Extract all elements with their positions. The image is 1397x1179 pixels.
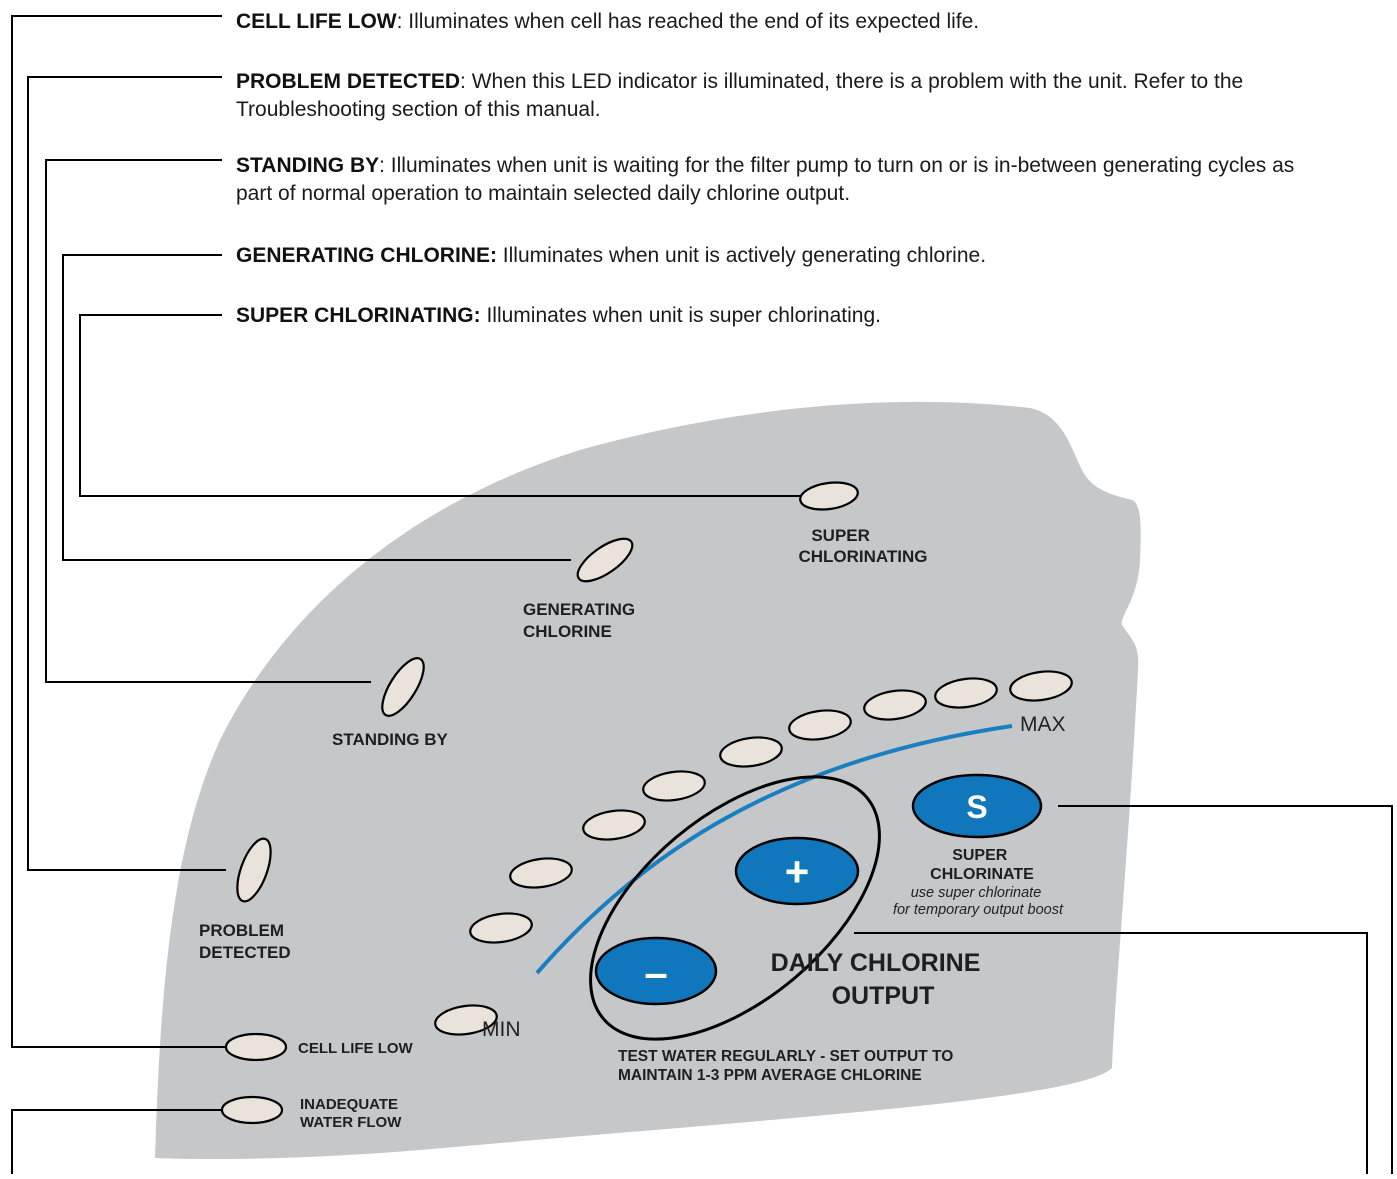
increase-output-button[interactable]: + — [734, 836, 860, 906]
description-text: Illuminates when unit is actively genera… — [496, 244, 987, 267]
standing-by-description: STANDING BY: Illuminates when unit is wa… — [236, 152, 1326, 208]
scale-min-label: MIN — [482, 1018, 521, 1041]
leader-line-generating — [62, 254, 571, 561]
cell-life-low-description: CELL LIFE LOW: Illuminates when cell has… — [236, 8, 1386, 36]
scale-max-label: MAX — [1020, 713, 1066, 736]
description-term: PROBLEM DETECTED — [236, 70, 461, 93]
leader-line-super-chlorinating — [79, 314, 800, 497]
cell-life-low-led — [224, 1032, 288, 1062]
super-chlorinate-button[interactable]: S — [911, 773, 1043, 839]
decrease-output-button[interactable]: – — [594, 936, 718, 1006]
problem-detected-led — [236, 837, 272, 903]
plus-icon: + — [785, 848, 810, 895]
output-level-led-7 — [788, 709, 852, 741]
output-level-leds — [434, 670, 1073, 1036]
output-level-led-9 — [934, 677, 998, 709]
leader-line-standing-by — [45, 159, 371, 683]
output-level-led-4 — [582, 809, 646, 841]
output-level-led-6 — [719, 736, 783, 768]
description-separator: : — [460, 70, 466, 93]
output-scale-arc — [535, 724, 1013, 975]
leader-line-problem — [27, 76, 226, 871]
standing-by-led — [381, 657, 425, 717]
super-chlorinating-label: SUPER CHLORINATING — [798, 526, 927, 566]
description-term: SUPER CHLORINATING: — [236, 304, 481, 327]
description-separator: : — [379, 154, 385, 177]
cell-life-low-label: CELL LIFE LOW — [298, 1040, 414, 1057]
super-chlorinate-label: SUPER CHLORINATE — [930, 847, 1034, 883]
standing-by-label: STANDING BY — [332, 730, 449, 749]
problem-detected-description: PROBLEM DETECTED: When this LED indicato… — [236, 68, 1296, 124]
description-text: Illuminates when unit is waiting for the… — [236, 154, 1295, 205]
output-level-led-8 — [863, 689, 927, 721]
output-level-led-10 — [1009, 670, 1073, 702]
generating-chlorine-label: GENERATING CHLORINE — [523, 600, 640, 641]
leader-lines — [11, 15, 1393, 1174]
generating-chlorine-led — [576, 537, 634, 583]
super-chlorinate-note: use super chlorinate for temporary outpu… — [893, 885, 1064, 918]
super-chlorinating-description: SUPER CHLORINATING: Illuminates when uni… — [236, 302, 1386, 330]
leader-line-inadequate-flow — [11, 1109, 221, 1174]
description-term: STANDING BY — [236, 154, 380, 177]
leader-line-super-button — [1058, 805, 1393, 1174]
description-term: GENERATING CHLORINE: — [236, 244, 497, 267]
inadequate-water-flow-led — [220, 1095, 284, 1125]
super-chlorinating-led — [799, 481, 859, 511]
leader-line-cell-life — [11, 15, 225, 1048]
output-level-led-1 — [434, 1004, 498, 1036]
minus-icon: – — [644, 949, 667, 996]
problem-detected-label: PROBLEM DETECTED — [199, 921, 291, 962]
output-level-led-3 — [509, 857, 573, 889]
test-water-note: TEST WATER REGULARLY - SET OUTPUT TO MAI… — [618, 1048, 958, 1084]
output-level-led-5 — [642, 770, 706, 802]
inadequate-water-flow-label: INADEQUATE WATER FLOW — [300, 1096, 402, 1131]
generating-chlorine-description: GENERATING CHLORINE: Illuminates when un… — [236, 242, 1386, 270]
super-button-glyph: S — [966, 789, 987, 825]
leader-line-daily-output — [854, 932, 1368, 1174]
description-term: CELL LIFE LOW — [236, 10, 397, 33]
daily-output-label: DAILY CHLORINE OUTPUT — [771, 949, 988, 1010]
description-text: When this LED indicator is illuminated, … — [236, 70, 1244, 121]
output-level-led-2 — [469, 912, 533, 944]
description-separator: : — [396, 10, 403, 33]
description-text: Illuminates when cell has reached the en… — [402, 10, 980, 33]
description-text: Illuminates when unit is super chlorinat… — [480, 304, 881, 327]
daily-output-ring — [589, 775, 881, 1041]
